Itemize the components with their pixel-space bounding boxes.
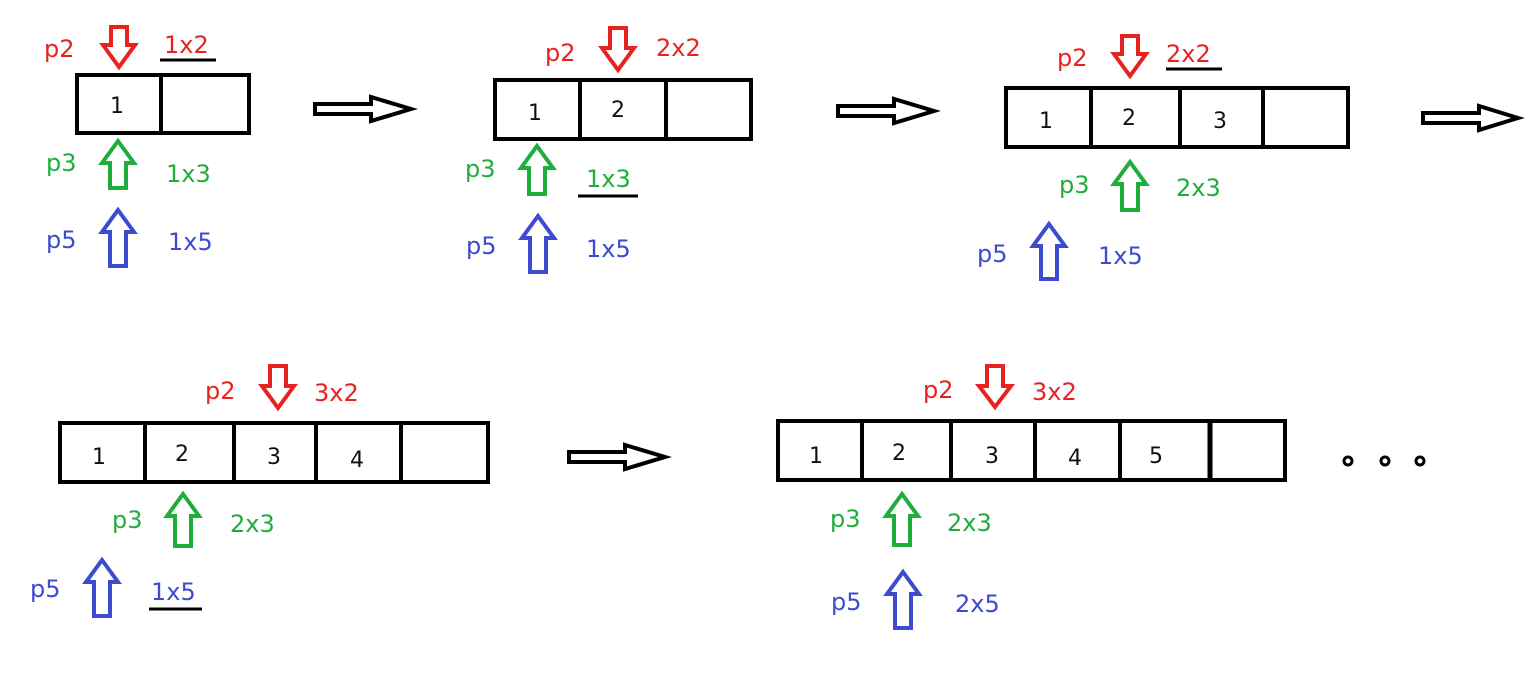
up-arrow-icon [883, 568, 923, 630]
product-p2: 2x2 [656, 34, 701, 62]
cell-value: 4 [350, 448, 364, 473]
cell-value: 2 [1122, 106, 1136, 131]
array-box [493, 78, 753, 141]
cell-value: 1 [528, 101, 542, 126]
array-box [776, 419, 1287, 482]
cell-value: 3 [267, 445, 281, 470]
pointer-label-p3: p3 [465, 155, 496, 183]
right-arrow-icon [313, 94, 418, 124]
up-arrow-icon [98, 206, 138, 268]
pointer-label-p5: p5 [30, 575, 61, 603]
down-arrow-icon [974, 364, 1016, 411]
pointer-label-p5: p5 [977, 240, 1008, 268]
product-p3: 1x3 [586, 165, 631, 193]
up-arrow-icon [82, 556, 122, 618]
right-arrow-icon [836, 96, 941, 126]
product-p5: 2x5 [955, 590, 1000, 618]
stage-4: 1 2 3 4 p2 3x2 p3 2x3 p5 1x5 [30, 364, 490, 618]
down-arrow-icon [99, 25, 139, 71]
cell-value: 1 [92, 445, 106, 470]
cell-value: 1 [809, 444, 823, 469]
stage-1: 1 p2 1x2 p3 1x3 p5 1x5 [44, 25, 251, 268]
product-p3: 2x3 [947, 509, 992, 537]
pointer-label-p3: p3 [46, 149, 77, 177]
product-p5: 1x5 [168, 228, 213, 256]
pointer-label-p2: p2 [205, 377, 236, 405]
array-box [1004, 86, 1350, 149]
pointer-label-p3: p3 [830, 505, 861, 533]
up-arrow-icon [1110, 158, 1150, 212]
pointer-label-p2: p2 [1057, 44, 1088, 72]
product-p2: 2x2 [1166, 40, 1211, 68]
up-arrow-icon [882, 490, 922, 547]
pointer-label-p2: p2 [545, 39, 576, 67]
right-arrow-icon [1421, 103, 1525, 133]
pointer-label-p5: p5 [466, 232, 497, 260]
down-arrow-icon [258, 364, 298, 412]
pointer-label-p3: p3 [1059, 171, 1090, 199]
pointer-label-p2: p2 [923, 376, 954, 404]
stage-2: 1 2 p2 2x2 p3 1x3 p5 1x5 [465, 26, 753, 274]
cell-value: 3 [1213, 109, 1227, 134]
product-p5: 1x5 [151, 578, 196, 606]
cell-value: 2 [892, 441, 906, 466]
down-arrow-icon [598, 26, 638, 74]
product-p5: 1x5 [586, 235, 631, 263]
up-arrow-icon [163, 490, 203, 548]
pointer-label-p2: p2 [44, 35, 75, 63]
cell-value: 1 [110, 94, 124, 119]
cell-value: 2 [611, 98, 625, 123]
stage-5: 1 2 3 4 5 p2 3x2 p3 2x3 p5 2x5 [776, 364, 1287, 630]
product-p2: 3x2 [1032, 378, 1077, 406]
up-arrow-icon [1029, 220, 1069, 281]
pointer-label-p5: p5 [46, 226, 77, 254]
pointer-label-p5: p5 [831, 588, 862, 616]
cell-value: 2 [175, 442, 189, 467]
ellipsis-icon [1342, 455, 1426, 467]
cell-value: 3 [985, 444, 999, 469]
up-arrow-icon [518, 212, 558, 274]
down-arrow-icon [1110, 34, 1150, 80]
stage-3: 1 2 3 p2 2x2 p3 2x3 p5 1x5 [977, 34, 1350, 281]
right-arrow-icon [567, 442, 672, 472]
pointer-label-p3: p3 [112, 506, 143, 534]
cell-value: 5 [1149, 444, 1163, 469]
up-arrow-icon [98, 137, 138, 190]
cell-value: 1 [1039, 109, 1053, 134]
product-p3: 1x3 [166, 160, 211, 188]
product-p2: 1x2 [164, 31, 209, 59]
product-p2: 3x2 [314, 379, 359, 407]
product-p5: 1x5 [1098, 242, 1143, 270]
cell-value: 4 [1068, 446, 1082, 471]
array-box [58, 421, 490, 484]
product-p3: 2x3 [1176, 174, 1221, 202]
product-p3: 2x3 [230, 510, 275, 538]
up-arrow-icon [517, 142, 557, 196]
